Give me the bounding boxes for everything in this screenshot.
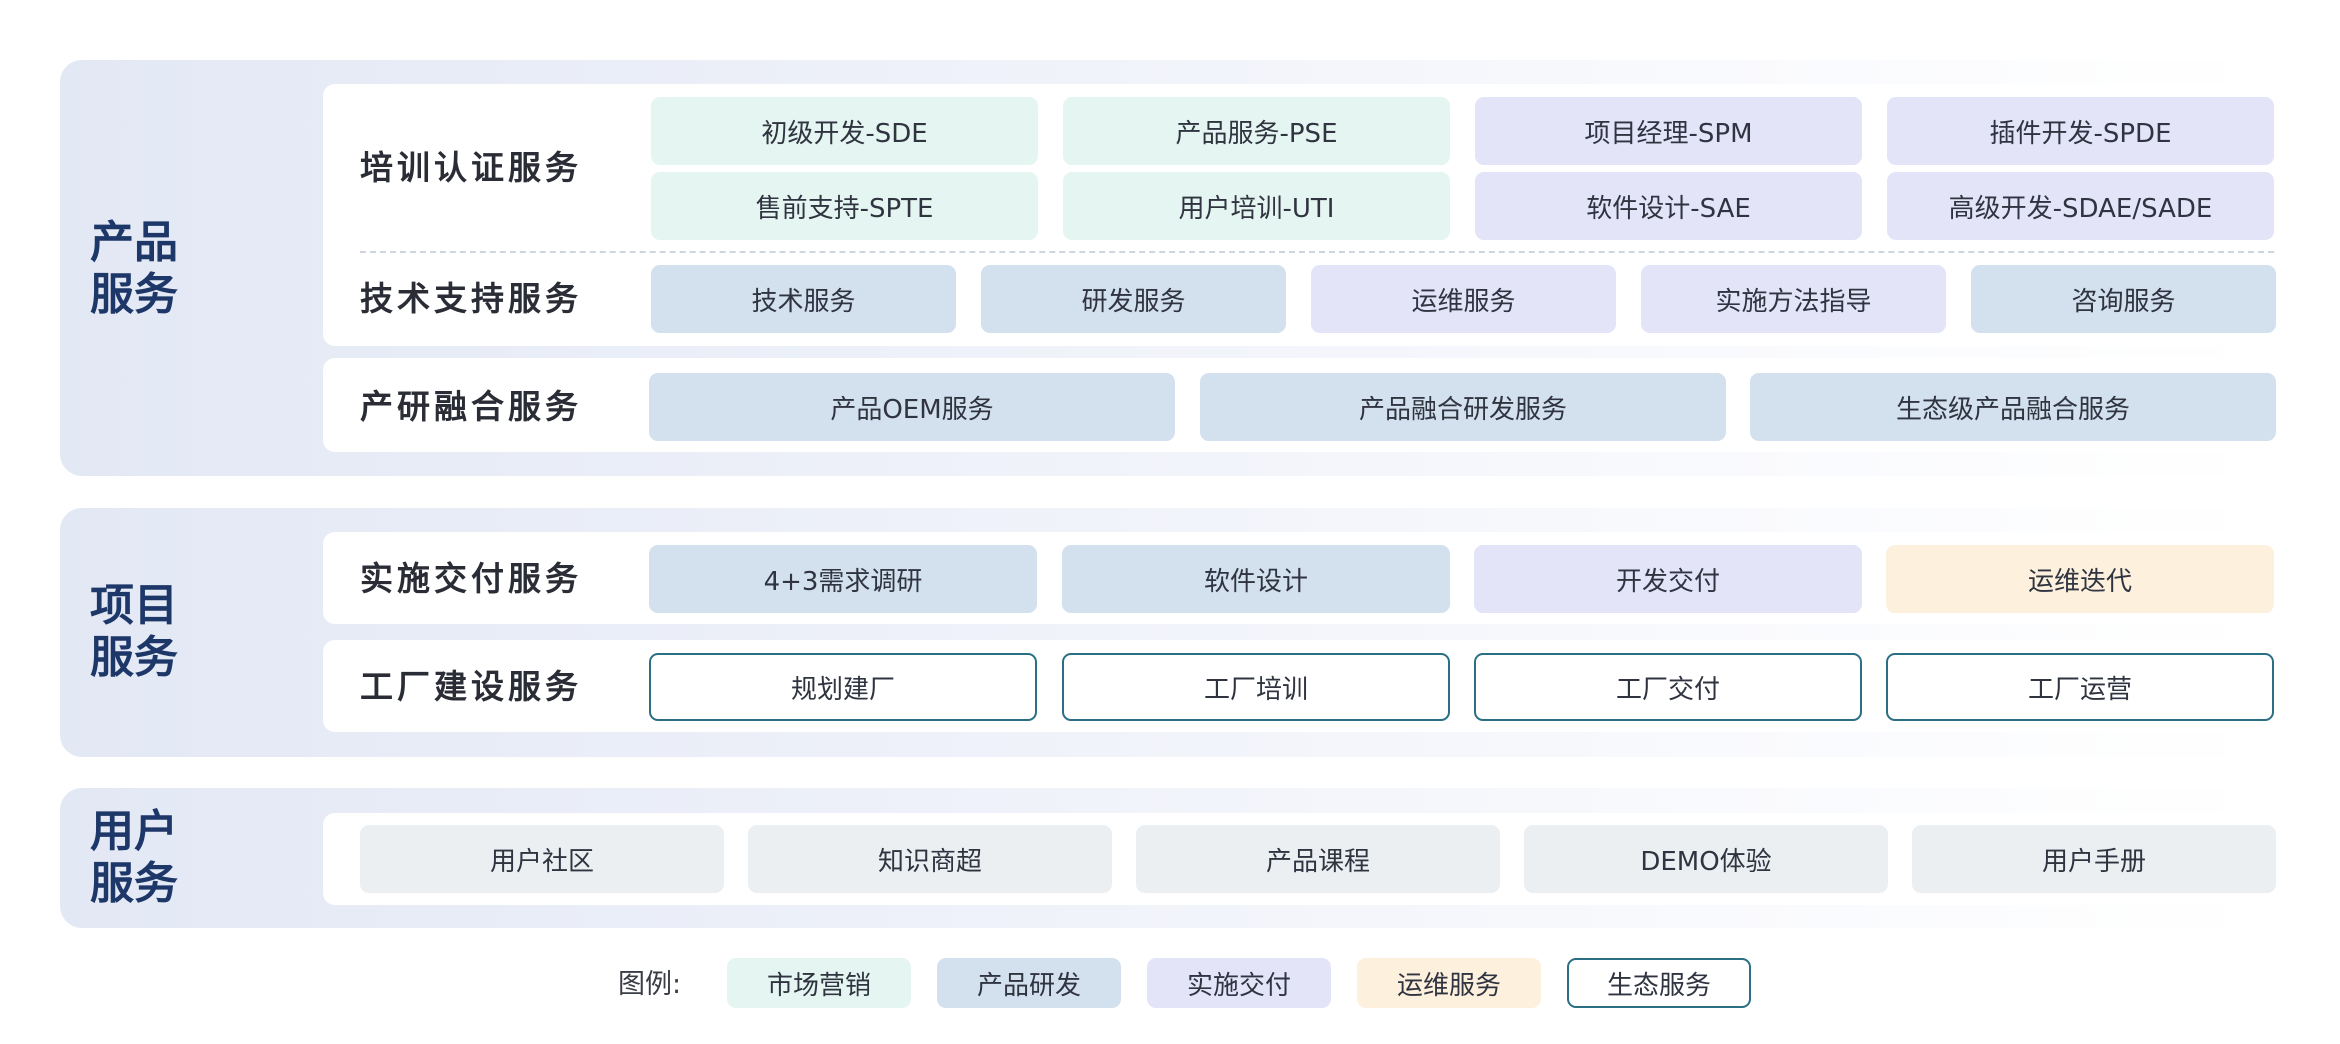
training-item: 高级开发-SDAE/SADE (1887, 172, 2274, 240)
legend-delivery: 实施交付 (1147, 958, 1331, 1008)
training-item: 软件设计-SAE (1475, 172, 1862, 240)
training-item: 产品服务-PSE (1063, 97, 1450, 165)
factory-label: 工厂建设服务 (360, 667, 582, 706)
user-service-title: 用户服务 (90, 806, 178, 909)
delivery-item: 开发交付 (1474, 545, 1862, 613)
legend-rnd: 产品研发 (937, 958, 1121, 1008)
legend-ops: 运维服务 (1357, 958, 1541, 1008)
tech-item: 技术服务 (651, 265, 956, 333)
user-item: DEMO体验 (1524, 825, 1888, 893)
fusion-item: 产品融合研发服务 (1200, 373, 1726, 441)
project-service-title: 项目服务 (90, 580, 178, 683)
tech-item: 研发服务 (981, 265, 1286, 333)
training-item: 用户培训-UTI (1063, 172, 1450, 240)
tech-item: 运维服务 (1311, 265, 1616, 333)
factory-item: 工厂运营 (1886, 653, 2274, 721)
factory-item: 工厂交付 (1474, 653, 1862, 721)
fusion-item: 生态级产品融合服务 (1750, 373, 2276, 441)
delivery-item: 4+3需求调研 (649, 545, 1037, 613)
delivery-item: 软件设计 (1062, 545, 1450, 613)
training-item: 插件开发-SPDE (1887, 97, 2274, 165)
legend-ecosystem: 生态服务 (1567, 958, 1751, 1008)
factory-item: 工厂培训 (1062, 653, 1450, 721)
training-item: 售前支持-SPTE (651, 172, 1038, 240)
user-item: 知识商超 (748, 825, 1112, 893)
legend-marketing: 市场营销 (727, 958, 911, 1008)
user-item: 用户社区 (360, 825, 724, 893)
factory-item: 规划建厂 (649, 653, 1037, 721)
delivery-label: 实施交付服务 (360, 559, 582, 598)
tech-support-label: 技术支持服务 (360, 279, 582, 318)
product-fusion-label: 产研融合服务 (360, 387, 582, 426)
delivery-item: 运维迭代 (1886, 545, 2274, 613)
tech-item: 咨询服务 (1971, 265, 2276, 333)
section-divider (360, 251, 2274, 253)
user-item: 产品课程 (1136, 825, 1500, 893)
user-item: 用户手册 (1912, 825, 2276, 893)
training-cert-label: 培训认证服务 (360, 148, 582, 187)
legend-label: 图例: (618, 969, 682, 1000)
tech-item: 实施方法指导 (1641, 265, 1946, 333)
training-item: 项目经理-SPM (1475, 97, 1862, 165)
product-service-title: 产品服务 (90, 217, 178, 320)
training-item: 初级开发-SDE (651, 97, 1038, 165)
fusion-item: 产品OEM服务 (649, 373, 1175, 441)
